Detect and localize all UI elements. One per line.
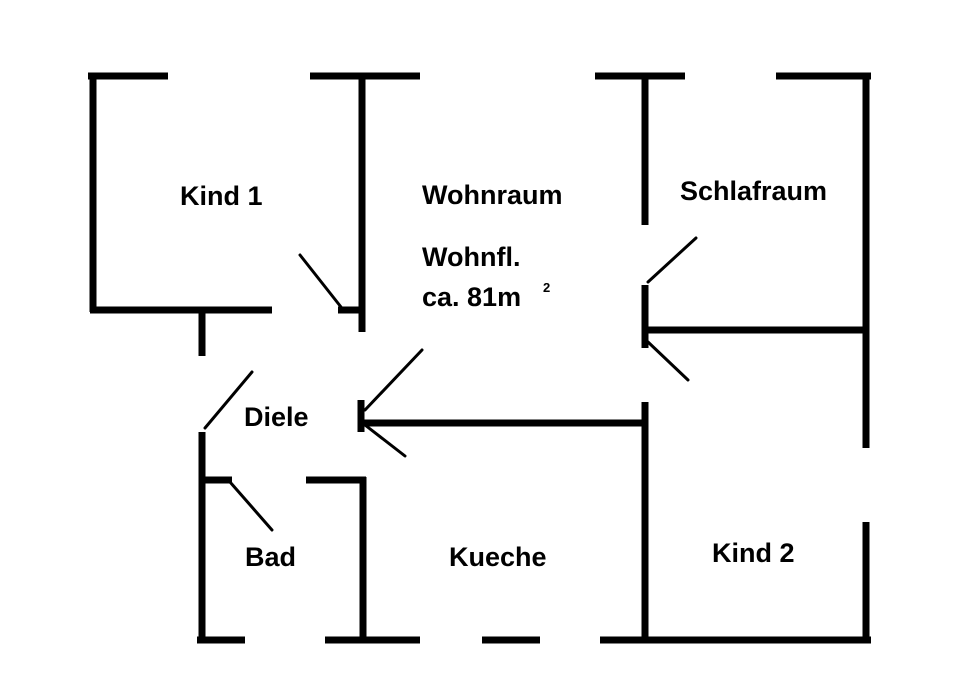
area-title: Wohnfl. (422, 242, 520, 272)
door-schlafraum (646, 236, 698, 284)
door-kind1 (298, 253, 343, 309)
door-wohnraum-upper (363, 348, 424, 412)
walls (88, 72, 871, 644)
door-wohnraum-lower (363, 423, 407, 458)
label-wohnraum: Wohnraum (422, 180, 563, 210)
label-kueche: Kueche (449, 542, 547, 572)
door-kind2 (646, 340, 690, 382)
door-swings (203, 236, 698, 532)
door-bad (228, 480, 274, 532)
area-superscript: 2 (543, 280, 550, 295)
label-kind1: Kind 1 (180, 181, 263, 211)
room-labels: Kind 1 Wohnraum Schlafraum Diele Bad Kue… (180, 176, 827, 572)
area-info: Wohnfl. ca. 81m 2 (422, 242, 550, 312)
label-kind2: Kind 2 (712, 538, 795, 568)
label-schlafraum: Schlafraum (680, 176, 827, 206)
label-diele: Diele (244, 402, 309, 432)
door-diele-entry (203, 370, 254, 430)
area-value: ca. 81m (422, 282, 521, 312)
label-bad: Bad (245, 542, 296, 572)
